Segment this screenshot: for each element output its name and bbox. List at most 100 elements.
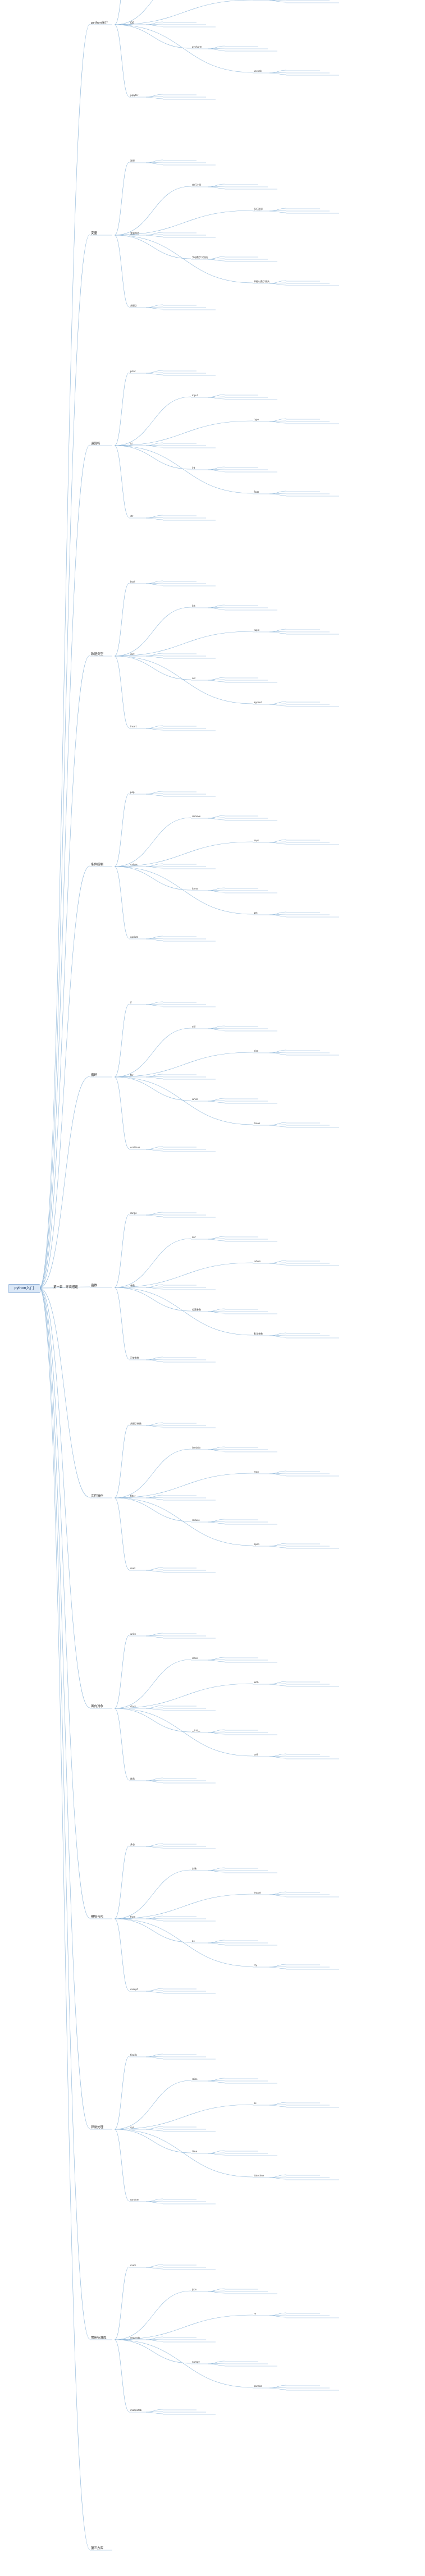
sub-edge bbox=[145, 373, 163, 375]
sub-edge bbox=[207, 2153, 225, 2156]
sub-edge bbox=[207, 259, 225, 262]
sub-edge bbox=[269, 1052, 287, 1055]
leaf-node: dict bbox=[130, 653, 135, 656]
sub-edge bbox=[145, 583, 163, 586]
leaf-edge bbox=[114, 2339, 130, 2412]
branch-node: 第三方库 bbox=[91, 2547, 104, 2550]
leaf-node: insert bbox=[130, 725, 137, 728]
leaf-edge bbox=[114, 607, 191, 657]
sub-edge bbox=[145, 2267, 163, 2270]
sub-edge bbox=[207, 1660, 225, 1662]
leaf-edge bbox=[114, 2129, 253, 2178]
leaf-edge bbox=[114, 210, 253, 236]
leaf-edge bbox=[114, 235, 130, 308]
leaf-edge bbox=[114, 1424, 130, 1498]
leaf-node: as bbox=[192, 1940, 195, 1942]
sub-edge bbox=[207, 1101, 225, 1103]
leaf-node: read bbox=[130, 1567, 136, 1570]
leaf-node: break bbox=[254, 1122, 261, 1125]
leaf-node: update bbox=[130, 936, 139, 938]
leaf-edge bbox=[114, 24, 191, 49]
branch-node: 条件控制 bbox=[91, 863, 104, 867]
leaf-node: requests bbox=[130, 2336, 140, 2339]
sub-edge bbox=[145, 1076, 163, 1079]
sub-edge bbox=[269, 0, 287, 3]
leaf-node: 不能以数字开头 bbox=[254, 280, 269, 283]
sub-edge bbox=[207, 1732, 225, 1735]
sub-edge bbox=[207, 607, 225, 610]
sub-edge bbox=[269, 1125, 287, 1127]
leaf-edge bbox=[114, 445, 253, 494]
sub-edge bbox=[269, 1967, 287, 1969]
leaf-node: while bbox=[192, 1098, 198, 1101]
sub-edge bbox=[145, 1359, 163, 1362]
leaf-edge bbox=[114, 2104, 253, 2130]
sub-edge bbox=[269, 704, 287, 707]
branch-node: 模块与包 bbox=[91, 1915, 104, 1919]
leaf-node: 关键字 bbox=[130, 304, 137, 307]
leaf-edge bbox=[114, 1076, 130, 1149]
leaf-node: json bbox=[192, 2288, 197, 2291]
branch-node: 运算符 bbox=[91, 442, 100, 446]
sub-edge bbox=[269, 1473, 287, 1476]
branch-edge bbox=[39, 1287, 90, 2129]
sub-edge bbox=[207, 2291, 225, 2294]
sub-edge bbox=[145, 2129, 163, 2132]
sub-edge bbox=[145, 866, 163, 869]
leaf-edge bbox=[114, 866, 191, 891]
sub-edge bbox=[269, 2315, 287, 2318]
sub-edge bbox=[207, 1942, 225, 1945]
leaf-edge bbox=[114, 2290, 191, 2340]
leaf-node: raise bbox=[192, 2078, 198, 2080]
leaf-edge bbox=[114, 186, 191, 236]
leaf-edge bbox=[114, 866, 130, 939]
branch-edge bbox=[39, 1287, 90, 1919]
sub-edge bbox=[145, 794, 163, 796]
leaf-node: int bbox=[192, 466, 195, 469]
leaf-node: map bbox=[254, 1470, 259, 1473]
leaf-node: from bbox=[130, 1915, 136, 1918]
leaf-edge bbox=[114, 1473, 253, 1498]
leaf-node: else bbox=[254, 1049, 259, 1052]
leaf-node: list bbox=[192, 604, 195, 607]
leaf-edge bbox=[114, 396, 191, 446]
leaf-edge bbox=[114, 2314, 253, 2340]
leaf-edge bbox=[114, 420, 253, 446]
leaf-edge bbox=[114, 1683, 253, 1709]
sub-edge bbox=[269, 2177, 287, 2180]
leaf-node: set bbox=[192, 677, 196, 680]
sub-edge bbox=[207, 469, 225, 472]
leaf-node: bool bbox=[130, 580, 135, 583]
branch-node: python简介 bbox=[91, 21, 108, 25]
sub-edge bbox=[207, 1870, 225, 1873]
sub-edge bbox=[145, 1497, 163, 1500]
leaf-edge bbox=[114, 1287, 191, 1312]
leaf-node: import bbox=[254, 1891, 262, 1894]
sub-edge bbox=[269, 210, 287, 213]
leaf-node: id bbox=[130, 442, 132, 445]
sub-edge bbox=[207, 818, 225, 821]
branch-edge bbox=[39, 444, 90, 1289]
leaf-node: self bbox=[254, 1753, 258, 1756]
branch-edge bbox=[39, 234, 90, 1289]
leaf-node: print bbox=[130, 370, 136, 373]
sub-edge bbox=[145, 1991, 163, 1993]
leaf-node: input bbox=[192, 394, 198, 397]
leaf-node: vscode bbox=[254, 70, 262, 72]
sub-edge bbox=[145, 938, 163, 941]
leaf-edge bbox=[114, 445, 191, 470]
sub-edge bbox=[145, 1780, 163, 1783]
leaf-edge bbox=[114, 1918, 130, 1991]
sub-edge bbox=[145, 517, 163, 520]
leaf-edge bbox=[114, 1262, 253, 1288]
branch-edge bbox=[39, 1287, 90, 1498]
leaf-node: values bbox=[130, 863, 138, 866]
root-node: python入门 bbox=[8, 1284, 40, 1293]
leaf-edge bbox=[114, 24, 253, 73]
leaf-node: 位置参数 bbox=[192, 1308, 201, 1311]
sub-edge bbox=[145, 2056, 163, 2059]
sub-edge bbox=[145, 235, 163, 237]
sub-edge bbox=[269, 1335, 287, 1338]
leaf-edge bbox=[114, 162, 130, 236]
leaf-node: write bbox=[130, 1633, 136, 1635]
